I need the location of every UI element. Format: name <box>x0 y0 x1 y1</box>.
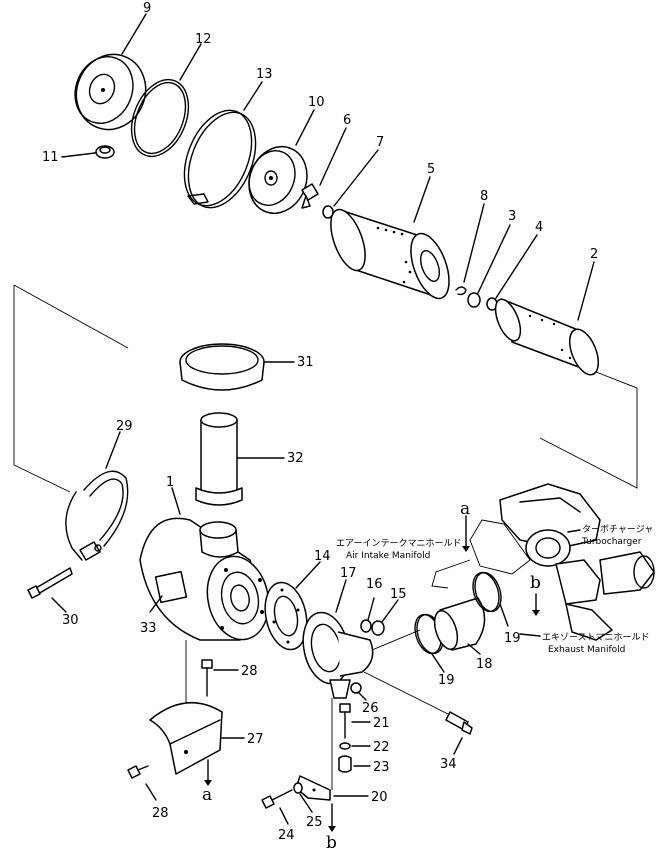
callout-9: 9 <box>143 1 151 16</box>
part-hose <box>433 597 486 651</box>
label-exhaust-jp: エキゾーストマニホールド <box>542 632 650 643</box>
callout-10: 10 <box>308 95 325 110</box>
part-nut-26 <box>350 682 362 694</box>
part-sensor <box>445 711 473 735</box>
callout-19b: 19 <box>438 673 455 688</box>
callout-24: 24 <box>278 828 295 843</box>
callout-11: 11 <box>42 150 59 165</box>
part-end-cover <box>74 53 147 131</box>
label-air-intake-en: Air Intake Manifold <box>346 551 430 561</box>
part-washer-7 <box>322 205 334 219</box>
callout-5: 5 <box>427 162 435 177</box>
part-bolt-21 <box>339 703 351 739</box>
part-clip-8 <box>455 286 467 296</box>
callout-3: 3 <box>508 209 516 224</box>
part-o-ring <box>130 78 190 158</box>
callout-23: 23 <box>373 760 390 775</box>
part-wing-nut-6 <box>301 183 319 209</box>
letter-a-bottom: a <box>202 785 212 805</box>
callout-33: 33 <box>140 621 157 636</box>
part-mounting-band <box>65 470 129 561</box>
callout-15: 15 <box>390 587 407 602</box>
turbocharger-assembly <box>431 483 655 641</box>
callout-7: 7 <box>376 135 384 150</box>
letter-b-bottom: b <box>326 833 337 851</box>
part-clamp-band <box>183 109 257 209</box>
part-outer-filter <box>330 208 450 300</box>
part-gasket <box>264 581 308 651</box>
callout-31: 31 <box>297 355 314 370</box>
callout-29: 29 <box>116 419 133 434</box>
part-rain-cap <box>179 343 265 391</box>
part-spacer-23 <box>338 755 352 773</box>
callout-21: 21 <box>373 716 390 731</box>
callout-27: 27 <box>247 732 264 747</box>
part-nut-15 <box>371 620 385 636</box>
part-saddle-bracket <box>149 701 223 775</box>
callout-6: 6 <box>343 113 351 128</box>
part-washer-22 <box>339 742 351 750</box>
part-inner-filter <box>494 298 600 376</box>
callout-32: 32 <box>287 451 304 466</box>
label-exhaust-en: Exhaust Manifold <box>548 645 625 655</box>
callout-30: 30 <box>62 613 79 628</box>
callout-4: 4 <box>535 220 543 235</box>
callout-12: 12 <box>195 32 212 47</box>
callout-17: 17 <box>340 566 357 581</box>
part-elbow-17 <box>302 611 374 699</box>
callout-13: 13 <box>256 67 273 82</box>
part-nut-3 <box>467 292 481 308</box>
callout-22: 22 <box>373 740 390 755</box>
callout-8: 8 <box>480 189 488 204</box>
part-air-cleaner-body <box>139 517 270 641</box>
callout-25: 25 <box>306 815 323 830</box>
callout-14: 14 <box>314 549 331 564</box>
label-turbo-jp: ターボチャージャ <box>582 524 653 535</box>
part-clamp-19-b <box>472 571 502 613</box>
callout-28a: 28 <box>241 664 258 679</box>
callout-18: 18 <box>476 657 493 672</box>
callout-1: 1 <box>166 475 174 490</box>
part-bolt-28-upper <box>201 659 213 697</box>
callout-28b: 28 <box>152 806 169 821</box>
part-bolt-28-lower <box>127 765 149 779</box>
callout-2: 2 <box>590 247 598 262</box>
callout-34: 34 <box>440 757 457 772</box>
part-nut-16 <box>360 619 372 633</box>
callout-19a: 19 <box>504 631 521 646</box>
letter-a-top: a <box>460 499 470 519</box>
callout-20: 20 <box>371 790 388 805</box>
part-bolt-24 <box>261 789 293 809</box>
letter-b-top: b <box>530 573 541 593</box>
label-air-intake-jp: エアーインテークマニホールド <box>336 538 461 549</box>
callout-16: 16 <box>366 577 383 592</box>
part-washer-25 <box>293 782 303 794</box>
label-turbo-en: Turbocharger <box>581 537 642 547</box>
part-bolt-30 <box>27 567 73 599</box>
part-wing-nut <box>95 145 115 159</box>
part-intake-tube <box>195 412 243 506</box>
callout-26: 26 <box>362 701 379 716</box>
